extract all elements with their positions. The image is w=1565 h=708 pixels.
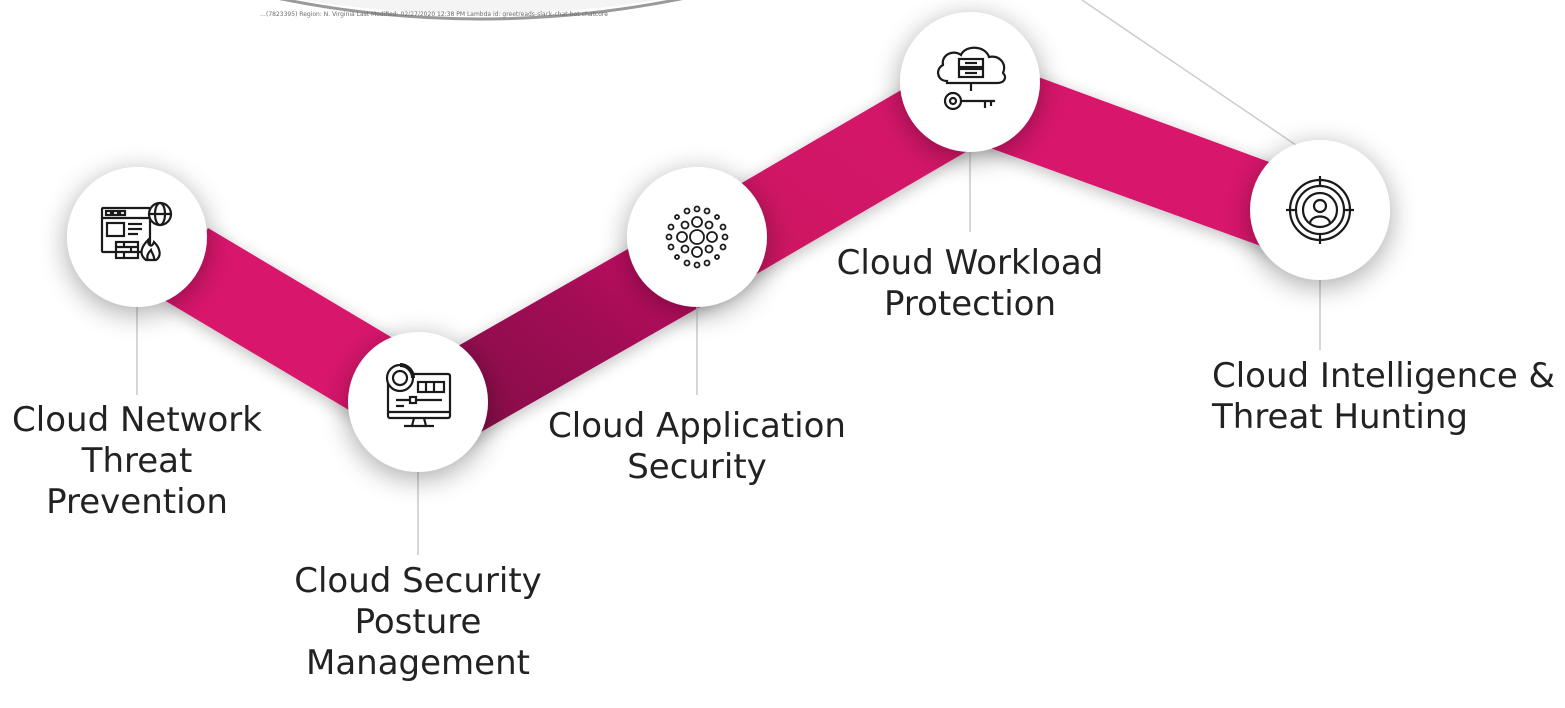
cloud-server-key-icon [937,46,1007,111]
screenshot-lens [278,0,683,21]
label-line: Threat Hunting [1212,397,1469,437]
label-cloud-network-threat-prevention: Cloud Network Threat Prevention [2,400,272,523]
circle-network [67,167,207,307]
target-person-icon [1286,176,1354,244]
label-line: Cloud Network [12,400,262,440]
lens-rim [278,0,683,21]
screenshot-strip-text: …(7823395) Region: N. Virginia Last Modi… [260,11,608,18]
lens-inner [302,0,659,14]
label-line: Cloud Intelligence & [1212,356,1556,396]
label-line: Cloud Application [548,406,846,446]
label-line: Management [306,643,530,683]
label-line: Posture [354,602,482,642]
band-segment-4 [968,60,1318,258]
dot-sphere-icon [665,205,729,269]
label-cloud-workload-protection: Cloud Workload Protection [820,243,1120,325]
label-cloud-intelligence-threat-hunting: Cloud Intelligence & Threat Hunting [1200,356,1565,438]
top-connector-line [1081,0,1319,161]
label-cloud-application-security: Cloud Application Security [537,406,857,488]
label-cloud-security-posture-management: Cloud Security Posture Management [283,561,553,684]
screenshot-strip: …(7823395) Region: N. Virginia Last Modi… [260,0,700,42]
label-line: Security [627,447,767,487]
circle-intelligence [1250,140,1390,280]
label-line: Threat [81,441,193,481]
node-circles [67,12,1390,472]
circle-posture [348,332,488,472]
circle-application [627,167,767,307]
label-line: Cloud Workload [836,243,1104,283]
firewall-web-icon [100,201,173,262]
label-line: Cloud Security [294,561,542,601]
label-line: Protection [883,284,1056,324]
monitor-settings-icon [385,363,452,428]
label-line: Prevention [46,482,228,522]
band-segment-2 [416,226,712,444]
